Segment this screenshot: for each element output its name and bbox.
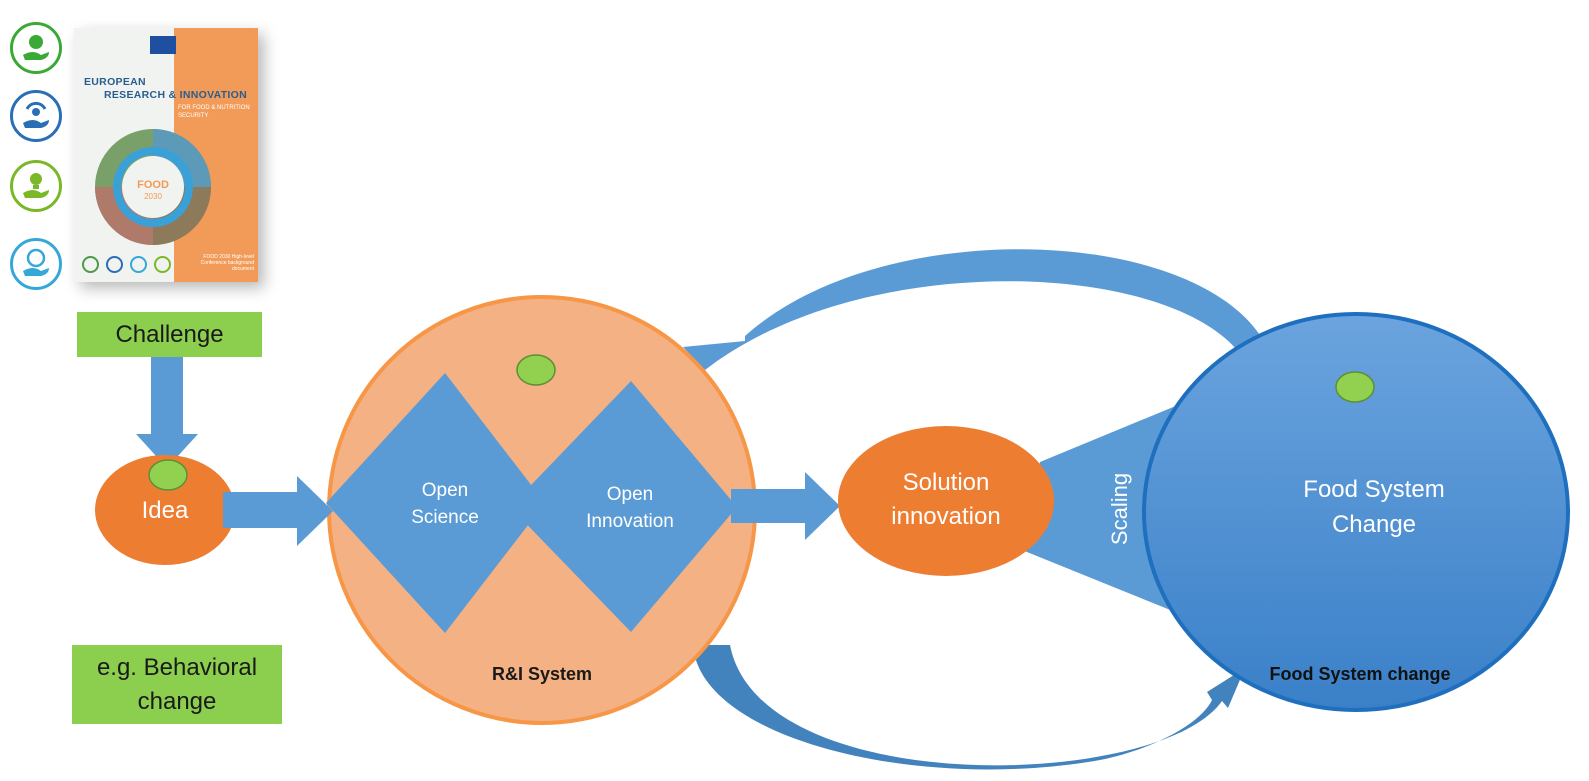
- open-innovation-diamond: [510, 381, 737, 632]
- scaling-label: Scaling: [1107, 472, 1132, 546]
- cover-wheel-graphic: FOOD 2030: [95, 129, 211, 245]
- ri-green-dot: [516, 354, 556, 386]
- example-label: e.g. Behavioral change: [72, 645, 282, 724]
- cover-globe-icon: [130, 256, 147, 273]
- cover-icon-row: [82, 256, 178, 278]
- cover-subtitle: FOR FOOD & NUTRITION SECURITY: [178, 105, 250, 119]
- cover-title-line2: RESEARCH & INNOVATION: [104, 89, 247, 101]
- solution-ellipse: [838, 426, 1054, 576]
- cover-nutrition-icon: [82, 256, 99, 273]
- open-science-line2: Science: [411, 507, 479, 528]
- idea-ellipse: [95, 455, 235, 565]
- challenge-label: Challenge: [77, 312, 262, 357]
- fsc-green-dot: [1335, 371, 1375, 403]
- cover-innovation-icon: [154, 256, 171, 273]
- example-label-line2: change: [137, 687, 217, 715]
- cover-year-text: 2030: [144, 192, 162, 201]
- cover-food-text: FOOD: [137, 179, 169, 191]
- cover-footer: FOOD 2030 High-level Conference backgrou…: [200, 254, 254, 272]
- open-innovation-label: Open Innovation: [565, 481, 695, 535]
- food-system-caption: Food System change: [1269, 664, 1451, 684]
- open-science-line1: Open: [421, 480, 469, 501]
- cover-title: EUROPEAN RESEARCH & INNOVATION: [84, 76, 254, 102]
- cover-title-line1: EUROPEAN: [84, 76, 146, 88]
- fsc-line2: Change: [1331, 511, 1417, 538]
- open-science-label: Open Science: [385, 477, 505, 531]
- ri-to-solution-arrow: [731, 472, 840, 540]
- innovation-hand-icon: [10, 160, 62, 212]
- idea-label: Idea: [141, 497, 189, 524]
- challenge-down-arrow: [136, 357, 198, 468]
- idea-to-ri-arrow: [223, 476, 333, 546]
- eu-flag-icon: [150, 36, 176, 54]
- feedback-arrow-bottom: [693, 645, 1245, 770]
- idea-green-dot: [148, 459, 188, 491]
- nutrition-hand-icon: [10, 22, 62, 74]
- food-system-change-label: Food System Change: [1274, 472, 1474, 542]
- solution-line2: innovation: [891, 503, 1001, 530]
- open-innovation-line2: Innovation: [586, 511, 674, 532]
- example-label-line1: e.g. Behavioral: [96, 653, 258, 681]
- ri-system-caption: R&I System: [491, 664, 593, 684]
- cover-climate-icon: [106, 256, 123, 273]
- climate-hand-icon: [10, 90, 62, 142]
- solution-line1: Solution: [902, 469, 990, 496]
- globe-hand-icon: [10, 238, 62, 290]
- solution-innovation-label: Solution innovation: [856, 466, 1036, 534]
- feedback-arrow-top: [683, 249, 1262, 370]
- open-science-diamond: [326, 373, 545, 633]
- food-system-circle: [1142, 312, 1570, 712]
- open-innovation-line1: Open: [606, 484, 654, 505]
- challenge-label-text: Challenge: [115, 320, 224, 348]
- food2030-brochure-cover: EUROPEAN RESEARCH & INNOVATION FOR FOOD …: [74, 28, 258, 282]
- fsc-line1: Food System: [1303, 476, 1445, 503]
